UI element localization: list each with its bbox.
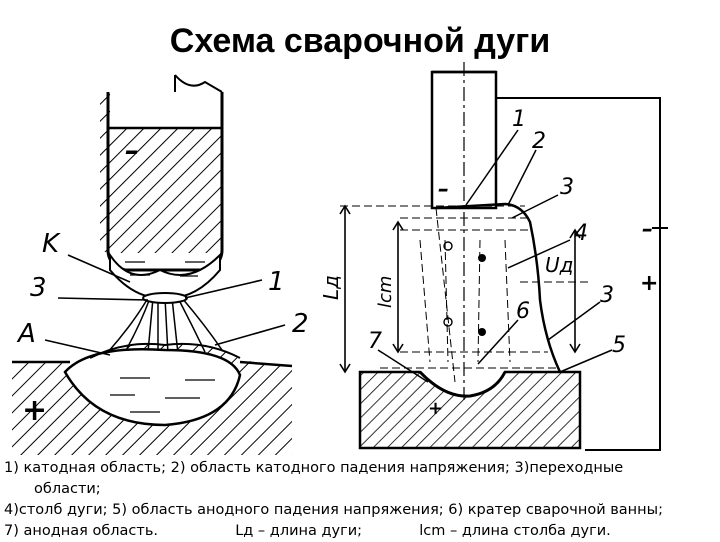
left-figure: K 3 A 1 2 – + bbox=[12, 74, 309, 455]
caption-anode-region: 7) анодная область. bbox=[4, 523, 158, 539]
label-7-right: 7 bbox=[368, 329, 382, 354]
label-5-right: 5 bbox=[612, 333, 626, 358]
right-dashed-levels bbox=[340, 205, 590, 369]
label-lcm: lcm bbox=[375, 276, 396, 308]
right-dimension-lines bbox=[339, 204, 581, 374]
label-3-right: 3 bbox=[560, 175, 574, 200]
label-6-right: 6 bbox=[516, 299, 530, 324]
label-3-left: 3 bbox=[30, 273, 47, 303]
caption-line-2: области; bbox=[34, 481, 101, 497]
right-base-plate bbox=[358, 370, 582, 450]
label-terminal-minus: – bbox=[642, 217, 653, 242]
column-charges bbox=[478, 254, 486, 336]
label-3b-right: 3 bbox=[600, 283, 614, 308]
caption-line-1: 1) катодная область; 2) область катодног… bbox=[4, 460, 624, 476]
caption-arc-length: Lд – длина дуги; bbox=[235, 523, 363, 539]
left-electrode bbox=[100, 74, 224, 300]
label-ld: Lд bbox=[319, 275, 343, 300]
caption-column-length: lcm – длина столба дуги. bbox=[419, 523, 611, 539]
right-electrode bbox=[430, 62, 668, 451]
label-2-right: 2 bbox=[532, 129, 546, 154]
slide-title: Схема сварочной дуги bbox=[169, 22, 551, 60]
right-figure: 1 2 3 4 3 5 6 7 Lд lcm Uд – – + + bbox=[319, 62, 668, 451]
caption-line-4: 7) анодная область. Lд – длина дуги; lcm… bbox=[4, 521, 716, 542]
label-1-right: 1 bbox=[512, 107, 526, 132]
welding-arc-diagram: K 3 A 1 2 – + bbox=[12, 62, 668, 455]
label-plus-left: + bbox=[22, 393, 47, 428]
label-electrode-minus: – bbox=[438, 177, 449, 202]
label-minus-left: – bbox=[125, 134, 139, 167]
label-1-left: 1 bbox=[268, 267, 285, 297]
left-base-plate bbox=[12, 342, 293, 455]
caption-line-3: 4)столб дуги; 5) область анодного падени… bbox=[4, 502, 663, 518]
label-ud: Uд bbox=[545, 253, 573, 277]
left-leader-lines bbox=[44, 254, 286, 356]
label-plate-plus: + bbox=[428, 398, 443, 419]
label-terminal-plus: + bbox=[640, 271, 658, 296]
right-leader-lines bbox=[377, 129, 613, 383]
column-charge-rings bbox=[443, 241, 453, 327]
label-a: A bbox=[16, 319, 36, 349]
label-k: K bbox=[42, 229, 61, 259]
arc-column-edge bbox=[435, 207, 456, 383]
right-arc-outline bbox=[435, 202, 562, 373]
label-2-left: 2 bbox=[292, 309, 309, 339]
legend-caption: 1) катодная область; 2) область катодног… bbox=[4, 458, 716, 542]
label-4-right: 4 bbox=[574, 221, 588, 246]
